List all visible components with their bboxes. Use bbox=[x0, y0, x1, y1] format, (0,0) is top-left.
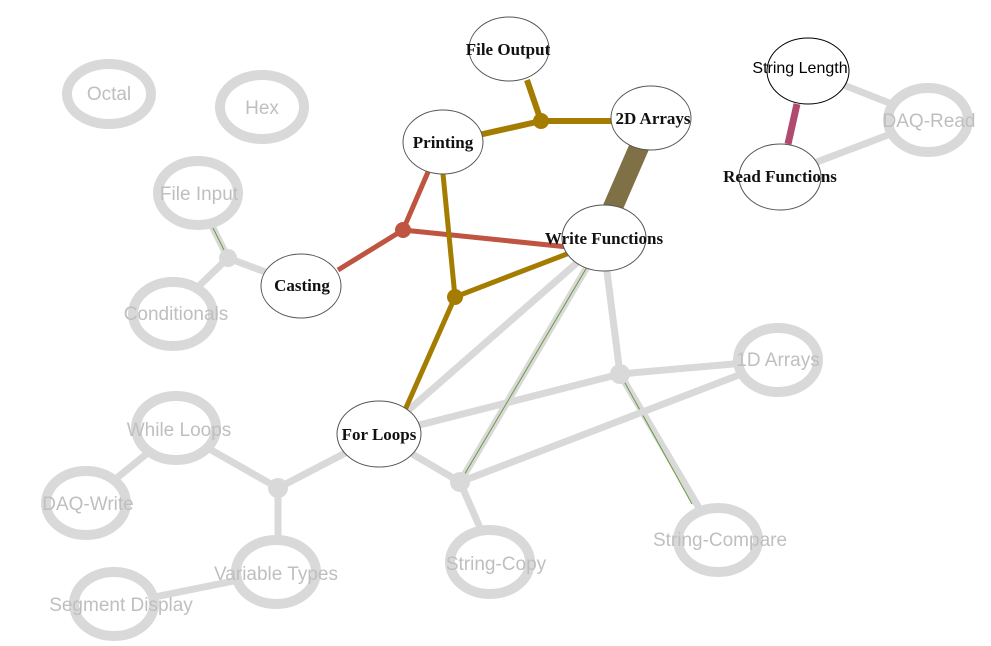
node-printing[interactable]: Printing bbox=[402, 109, 484, 175]
node-octal-shape bbox=[62, 59, 156, 129]
node-while-loops-label: While Loops bbox=[127, 420, 232, 441]
edge-string-length-read bbox=[784, 103, 801, 145]
junction-dot-red bbox=[395, 222, 411, 238]
node-conditionals-label: Conditionals bbox=[124, 304, 229, 325]
node-string-compare[interactable]: String-Compare bbox=[653, 503, 787, 577]
node-daq-read-label: DAQ-Read bbox=[883, 111, 976, 132]
node-daq-read[interactable]: DAQ-Read bbox=[883, 83, 976, 157]
edge-gold-junction-write bbox=[454, 249, 573, 300]
node-string-length-label: String Length bbox=[752, 60, 847, 77]
node-write-functions-shape bbox=[561, 204, 647, 272]
junction-dot-gold-top bbox=[533, 113, 549, 129]
node-string-compare-label: String-Compare bbox=[653, 530, 787, 551]
node-read-functions[interactable]: Read Functions bbox=[723, 143, 837, 211]
edge-red-junction-write bbox=[402, 227, 569, 250]
edge-2d-arrays-write bbox=[600, 141, 650, 218]
edge-junction-for-loops bbox=[379, 370, 621, 439]
nodes-layer: Octal Hex File Input Conditionals DAQ-Re… bbox=[41, 16, 976, 641]
node-while-loops-shape bbox=[131, 391, 221, 465]
node-string-copy-label: String-Copy bbox=[446, 554, 547, 575]
junction-dot-gray-right bbox=[610, 364, 630, 384]
junction-dot-gold-mid bbox=[447, 289, 463, 305]
node-printing-label: Printing bbox=[413, 133, 474, 152]
node-file-output-label: File Output bbox=[466, 40, 551, 59]
node-casting[interactable]: Casting bbox=[260, 253, 342, 319]
node-variable-types[interactable]: Variable Types bbox=[214, 535, 338, 609]
node-daq-write-label: DAQ-Write bbox=[42, 494, 133, 515]
node-for-loops[interactable]: For Loops bbox=[336, 400, 422, 468]
node-string-copy[interactable]: String-Copy bbox=[445, 525, 547, 599]
node-file-input[interactable]: File Input bbox=[153, 156, 243, 230]
node-2d-arrays-shape bbox=[610, 85, 692, 151]
node-string-length[interactable]: String Length bbox=[752, 37, 850, 105]
node-variable-types-label: Variable Types bbox=[214, 564, 338, 585]
edge-write-for-loops bbox=[377, 237, 606, 438]
edge-string-copy-1d bbox=[458, 356, 780, 486]
node-casting-shape bbox=[260, 253, 342, 319]
node-daq-write-shape bbox=[41, 466, 131, 540]
node-octal[interactable]: Octal bbox=[62, 59, 156, 129]
node-1d-arrays-shape bbox=[733, 323, 823, 397]
node-1d-arrays-label: 1D Arrays bbox=[736, 350, 819, 371]
node-write-functions[interactable]: Write Functions bbox=[545, 204, 664, 272]
node-daq-read-shape bbox=[883, 83, 973, 157]
node-read-functions-shape bbox=[738, 143, 822, 211]
edge-thin-green-2 bbox=[619, 373, 693, 505]
junction-dot-gray-lower-left bbox=[268, 478, 288, 498]
node-hex-shape bbox=[215, 70, 309, 144]
node-read-functions-label: Read Functions bbox=[723, 167, 837, 186]
node-conditionals[interactable]: Conditionals bbox=[124, 277, 229, 351]
node-daq-write[interactable]: DAQ-Write bbox=[41, 466, 134, 540]
node-hex[interactable]: Hex bbox=[215, 70, 309, 144]
node-1d-arrays[interactable]: 1D Arrays bbox=[733, 323, 823, 397]
edge-printing-red-junction bbox=[400, 171, 431, 231]
node-2d-arrays-label: 2D Arrays bbox=[615, 109, 690, 128]
node-casting-label: Casting bbox=[274, 276, 330, 295]
node-file-output[interactable]: File Output bbox=[466, 16, 551, 82]
node-segment-display[interactable]: Segment Display bbox=[49, 567, 193, 641]
junction-dot-gray-bottom bbox=[450, 472, 470, 492]
edge-gold-junction-for-loops bbox=[402, 295, 458, 412]
node-variable-types-shape bbox=[231, 535, 321, 609]
node-string-length-shape bbox=[766, 37, 850, 105]
node-segment-display-shape bbox=[69, 567, 159, 641]
node-file-input-label: File Input bbox=[160, 184, 239, 205]
node-file-input-shape bbox=[153, 156, 243, 230]
node-octal-label: Octal bbox=[87, 84, 131, 105]
node-printing-shape bbox=[402, 109, 484, 175]
node-for-loops-shape bbox=[336, 400, 422, 468]
junction-dot-gray-left bbox=[219, 249, 237, 267]
node-hex-label: Hex bbox=[245, 98, 279, 119]
node-segment-display-label: Segment Display bbox=[49, 595, 193, 616]
node-while-loops[interactable]: While Loops bbox=[127, 391, 232, 465]
node-string-compare-shape bbox=[673, 503, 763, 577]
node-write-functions-label: Write Functions bbox=[545, 229, 664, 248]
node-string-copy-shape bbox=[445, 525, 535, 599]
edge-red-junction-casting bbox=[336, 227, 405, 273]
node-conditionals-shape bbox=[128, 277, 218, 351]
edge-printing-gold-junction bbox=[440, 173, 458, 298]
edge-thin-green-3 bbox=[459, 239, 604, 483]
node-file-output-shape bbox=[468, 16, 550, 82]
node-for-loops-label: For Loops bbox=[342, 425, 417, 444]
node-2d-arrays[interactable]: 2D Arrays bbox=[610, 85, 692, 151]
